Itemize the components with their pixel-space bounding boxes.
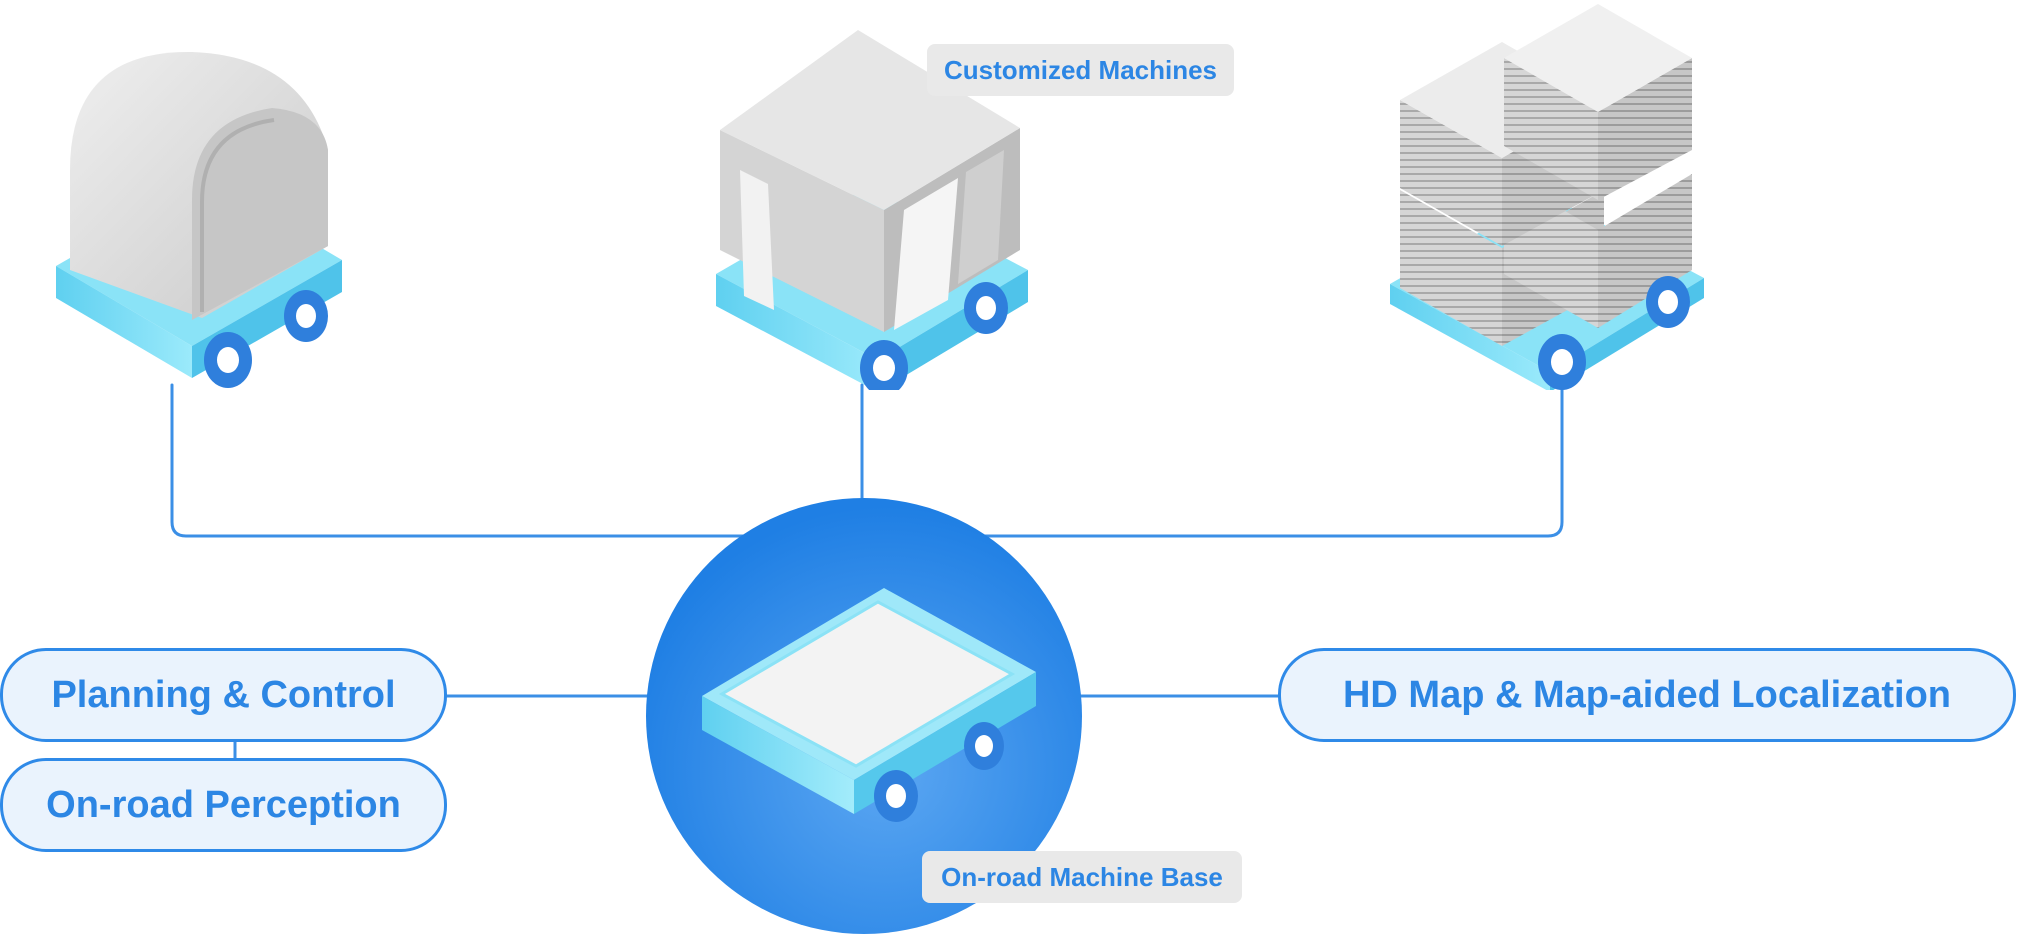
planning-control-module: Planning & Control (0, 648, 447, 742)
connector-right-vehicle (958, 383, 1564, 538)
wheel (284, 290, 328, 342)
wheel (964, 722, 1004, 770)
machine-base-hub (646, 498, 1082, 934)
machine-base-platform-icon (702, 588, 1036, 822)
wheel (964, 282, 1008, 334)
hd-map-localization-module: HD Map & Map-aided Localization (1278, 648, 2016, 742)
machine-base-tag: On-road Machine Base (922, 851, 1242, 903)
dome-cargo-robot-icon (56, 51, 342, 388)
wheel (874, 770, 918, 822)
customized-machines-tag: Customized Machines (927, 44, 1234, 96)
wheel (1538, 334, 1586, 390)
wheel (860, 340, 908, 390)
boxed-cargo-robot-icon (716, 30, 1028, 390)
connector-left-vehicle (170, 383, 762, 538)
stacked-pallet-robot-icon (1390, 4, 1704, 390)
perception-module: On-road Perception (0, 758, 447, 852)
wheel (1646, 276, 1690, 328)
wheel (204, 332, 252, 388)
